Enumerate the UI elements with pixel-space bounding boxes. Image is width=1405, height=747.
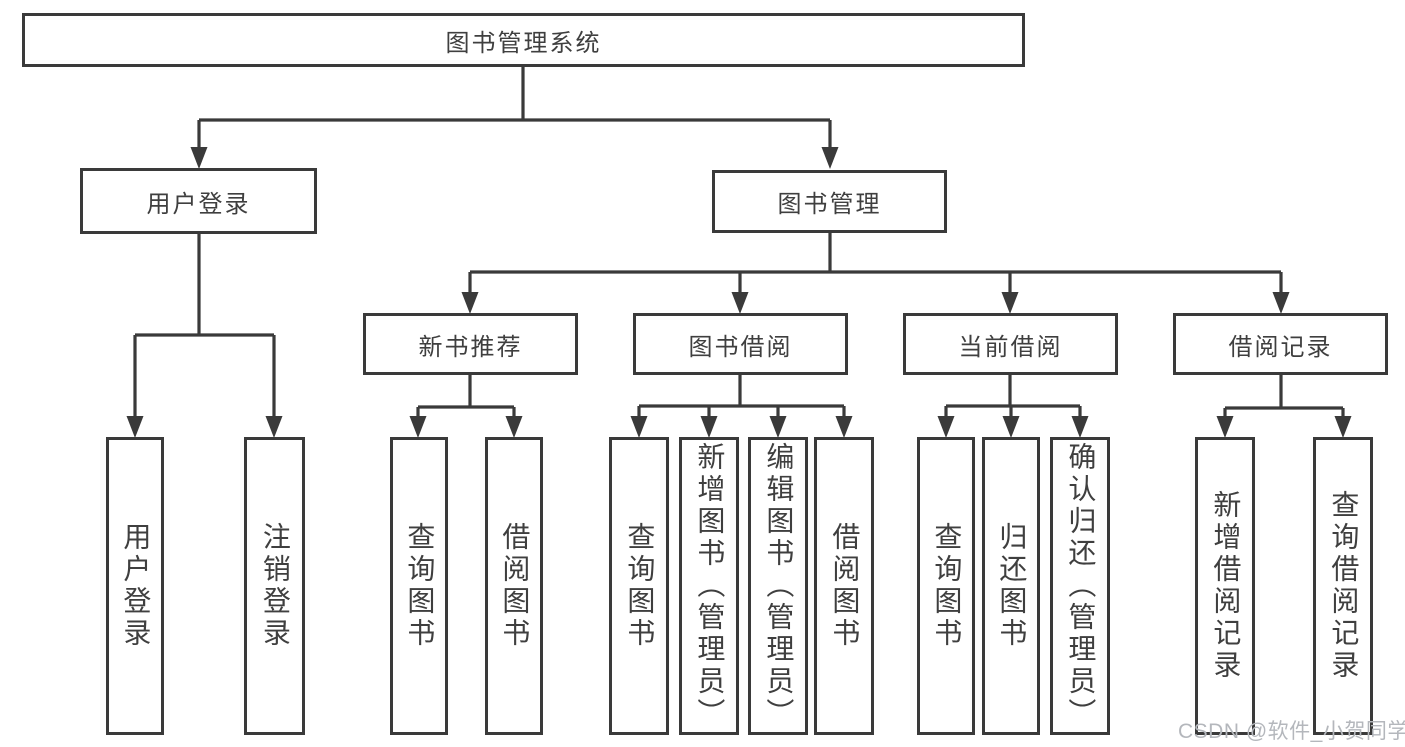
leaf-query-books-borrow: 查询图书 <box>609 437 669 735</box>
node-label: 借阅图书 <box>829 522 861 650</box>
node-label: 查询图书 <box>931 522 963 650</box>
leaf-add-book-admin: 新增图书（管理员） <box>679 437 739 735</box>
node-label: 查询图书 <box>624 522 656 650</box>
leaf-borrow-books: 借阅图书 <box>814 437 874 735</box>
node-label: 图书管理系统 <box>445 29 602 57</box>
leaf-return-book: 归还图书 <box>982 437 1040 735</box>
csdn-watermark: CSDN @软件_小贺同学 <box>1178 720 1405 743</box>
node-label: 借阅图书 <box>499 522 531 650</box>
node-label: 图书借阅 <box>688 333 793 361</box>
leaf-user-login: 用户登录 <box>106 437 164 735</box>
node-label: 注销登录 <box>259 522 291 650</box>
connector-stems <box>133 66 1345 421</box>
node-label: 新增图书（管理员） <box>694 442 726 730</box>
node-book-borrow: 图书借阅 <box>633 313 848 375</box>
node-user-login: 用户登录 <box>80 168 317 234</box>
node-label: 新书推荐 <box>418 333 523 361</box>
node-label: 编辑图书（管理员） <box>763 442 795 730</box>
node-label: 查询图书 <box>404 522 436 650</box>
node-library-management-system: 图书管理系统 <box>22 13 1025 67</box>
leaf-edit-book-admin: 编辑图书（管理员） <box>748 437 808 735</box>
node-label: 查询借阅记录 <box>1328 490 1360 682</box>
node-label: 图书管理 <box>777 191 882 218</box>
connector-arrowheads <box>126 147 1352 438</box>
leaf-logout: 注销登录 <box>244 437 305 735</box>
leaf-confirm-return-admin: 确认归还（管理员） <box>1050 437 1110 735</box>
node-label: 用户登录 <box>146 190 251 218</box>
leaf-query-books-current: 查询图书 <box>917 437 975 735</box>
node-label: 用户登录 <box>120 522 152 650</box>
leaf-query-borrow-record: 查询借阅记录 <box>1313 437 1373 735</box>
node-label: 归还图书 <box>996 522 1028 650</box>
leaf-borrow-books-recommend: 借阅图书 <box>485 437 543 735</box>
node-borrow-records: 借阅记录 <box>1173 313 1388 375</box>
node-label: 新增借阅记录 <box>1210 490 1242 682</box>
leaf-add-borrow-record: 新增借阅记录 <box>1195 437 1255 735</box>
node-label: 借阅记录 <box>1228 333 1333 361</box>
node-new-book-recommend: 新书推荐 <box>363 313 578 375</box>
node-label: 确认归还（管理员） <box>1065 442 1097 730</box>
node-book-management: 图书管理 <box>712 170 947 233</box>
node-label: 当前借阅 <box>958 333 1063 361</box>
node-current-borrow: 当前借阅 <box>903 313 1118 375</box>
leaf-query-books-recommend: 查询图书 <box>390 437 448 735</box>
